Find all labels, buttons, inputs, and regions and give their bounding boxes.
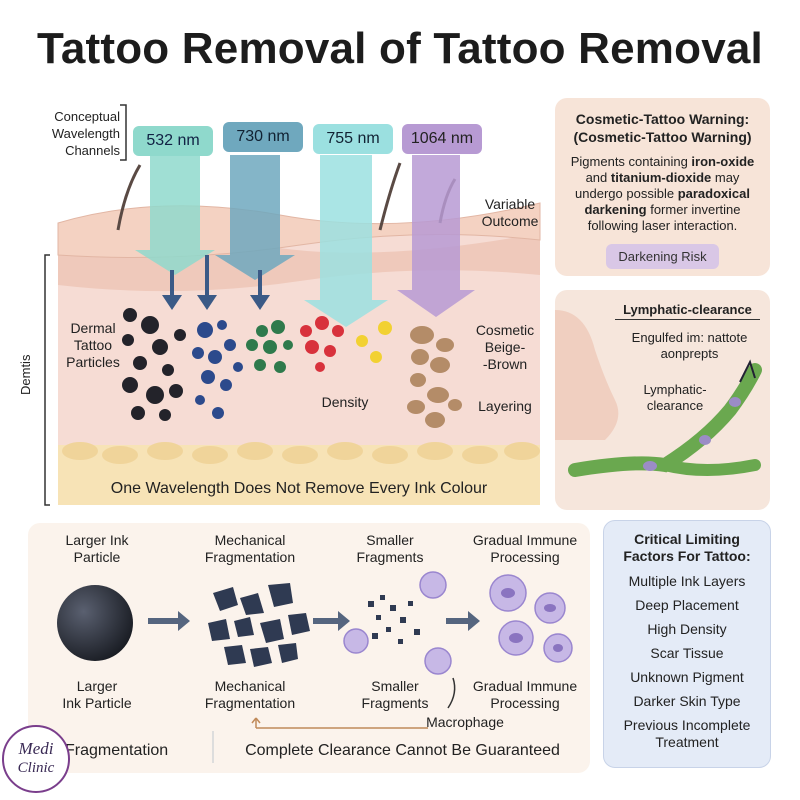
lymphatic-clearance-label: Lymphatic- clearance (643, 382, 707, 413)
factor-item: Multiple Ink Layers (628, 573, 746, 589)
factors-title: Critical Limiting Factors For Tattoo: (623, 531, 751, 564)
skin-footer: One Wavelength Does Not Remove Every Ink… (110, 480, 488, 497)
hair (116, 164, 142, 231)
wavelength-1064: 1064 nm (402, 124, 482, 154)
lymphatic-panel: Lymphatic-clearance Engulfed im: nattote… (555, 290, 770, 510)
wavelength-caption: Conceptual Wavelength Channels (51, 109, 120, 158)
mechanical-fragments (208, 583, 310, 667)
lymphatic-illustration (555, 310, 762, 477)
skin-diagram (44, 104, 541, 506)
macrophage-cell (643, 461, 657, 471)
engulfed-label: Engulfed im: nattote aonprepts (631, 330, 748, 361)
macrophage-nuclei (501, 588, 563, 652)
small-arrow (250, 270, 270, 310)
cosmetic-label: Cosmetic Beige- -Brown (475, 322, 535, 372)
lymph-vessel-branch (659, 459, 761, 476)
process-arrow (148, 611, 190, 631)
face-profile (555, 310, 619, 440)
flow-arrow (739, 359, 756, 383)
variable-outcome-label: Variable Outcome (481, 196, 539, 229)
blue-ink-particles (192, 320, 243, 419)
dermis-label: Demtis (18, 354, 33, 395)
yellow-ink-particles (356, 321, 392, 363)
factor-item: Unknown Pigment (630, 669, 744, 685)
macrophage-pointer (447, 677, 456, 709)
lymph-vessel (568, 363, 762, 477)
fat-cells (62, 442, 540, 464)
clearance-footer: Complete Clearance Cannot Be Guaranteed (245, 742, 560, 759)
macrophage-cell (699, 435, 711, 445)
black-ink-particles (122, 308, 186, 421)
layering-label: Layering (478, 398, 532, 414)
macrophages-small (343, 571, 452, 675)
dermis-bracket (44, 254, 50, 506)
wavelength-532: 532 nm (133, 126, 213, 156)
factor-item: Scar Tissue (650, 645, 724, 661)
lymphatic-title: Lymphatic-clearance (615, 302, 760, 320)
wavelength-755: 755 nm (313, 124, 393, 154)
density-label: Density (321, 394, 369, 410)
arrow-532 (135, 155, 215, 275)
dermal-particles-label: Dermal Tattoo Particles (66, 320, 120, 370)
warning-body: Pigments containing iron-oxide and titan… (570, 154, 755, 233)
small-arrow (197, 255, 217, 310)
process-illustration (57, 571, 573, 763)
hair (378, 162, 402, 231)
macrophage-label: Macrophage (426, 714, 504, 730)
arrow-1064 (397, 155, 475, 317)
macrophage-cell (729, 397, 741, 407)
factors-panel: Critical Limiting Factors For Tattoo: Mu… (603, 520, 771, 768)
fragmentation-footer: Fragmentation (65, 742, 169, 759)
arrow-755 (304, 155, 388, 327)
process-arrow (313, 611, 350, 631)
factor-item: Deep Placement (635, 597, 739, 613)
smaller-fragments (368, 595, 420, 644)
green-ink-particles (246, 320, 293, 373)
large-ink-particle (57, 585, 133, 661)
darkening-risk-badge: Darkening Risk (606, 244, 719, 269)
warning-panel: Cosmetic-Tattoo Warning: (Cosmetic-Tatto… (555, 98, 770, 276)
small-arrow (162, 270, 182, 310)
factor-item: Previous Incomplete Treatment (623, 717, 751, 750)
warning-title: Cosmetic-Tattoo Warning: (Cosmetic-Tatto… (573, 111, 752, 145)
factor-item: High Density (647, 621, 727, 637)
wavelength-bracket (120, 104, 127, 161)
page-title: Tattoo Removal of Tattoo Removal (37, 24, 763, 73)
feedback-arrow (251, 717, 261, 728)
wavelength-730: 730 nm (223, 122, 303, 152)
clinic-logo: Medi Clinic (2, 725, 70, 793)
arrow-730 (215, 155, 295, 280)
red-ink-particles (300, 316, 344, 372)
factor-item: Darker Skin Type (633, 693, 741, 709)
beige-brown-particles (407, 326, 462, 428)
process-arrow (446, 611, 480, 631)
